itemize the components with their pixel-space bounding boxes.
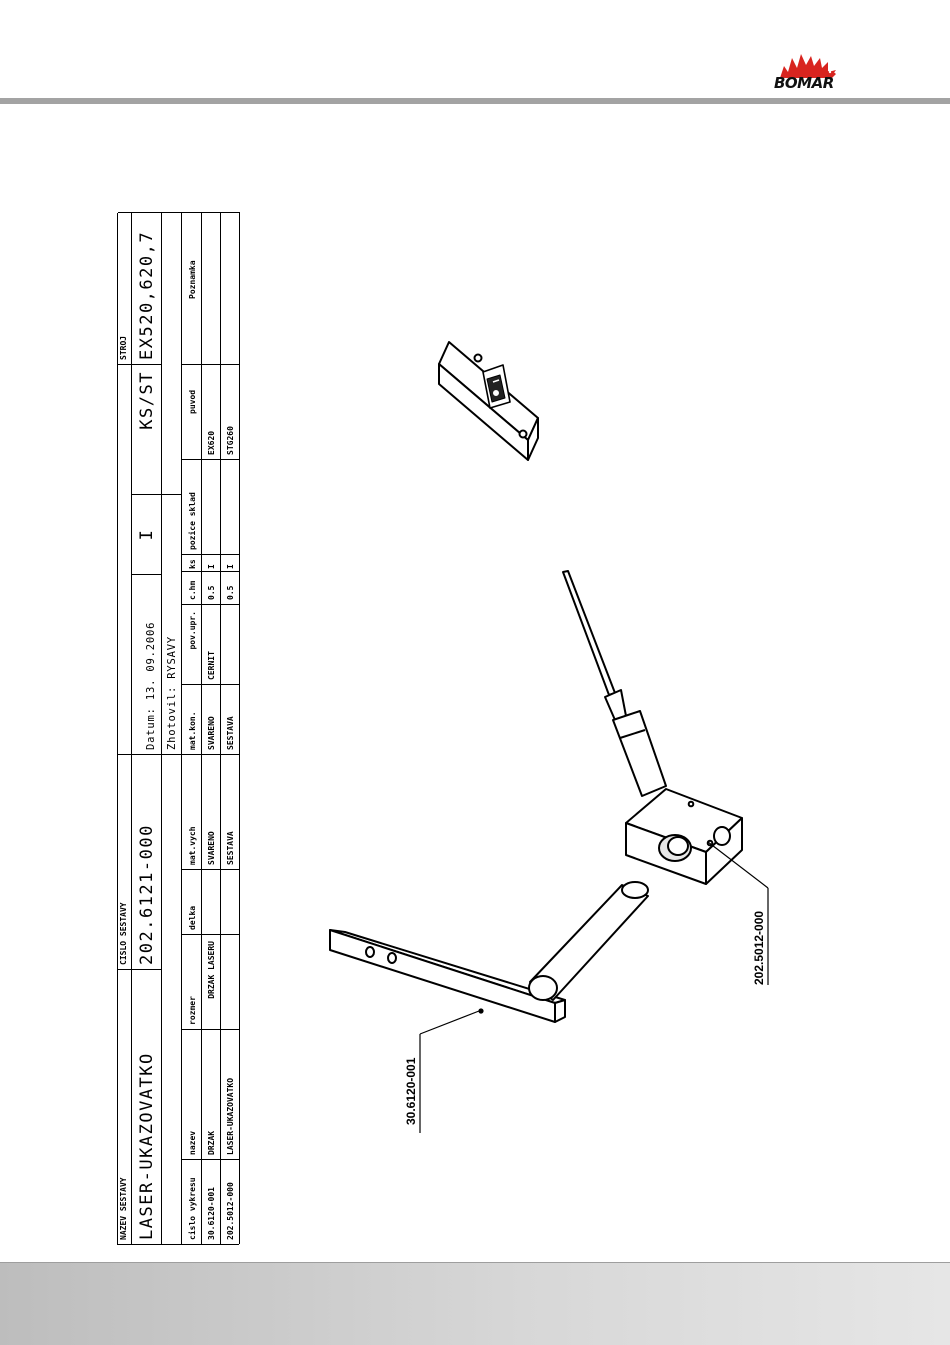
footer-band — [0, 1262, 950, 1345]
bracket-pin — [528, 881, 649, 1001]
header-rule — [0, 98, 950, 104]
laser-rod — [562, 570, 667, 797]
laser-holder-block — [625, 788, 743, 885]
callout-bracket-part: 30.6120-001 — [404, 1057, 418, 1125]
leader-bracket — [419, 1010, 480, 1035]
callout-laser-part: 202.5012-000 — [752, 910, 766, 985]
leader-laser — [707, 841, 769, 889]
bracket-arm — [329, 929, 566, 1023]
logo-text: BOMAR — [774, 74, 834, 92]
bomar-logo — [780, 54, 836, 78]
switch-box — [438, 341, 539, 461]
